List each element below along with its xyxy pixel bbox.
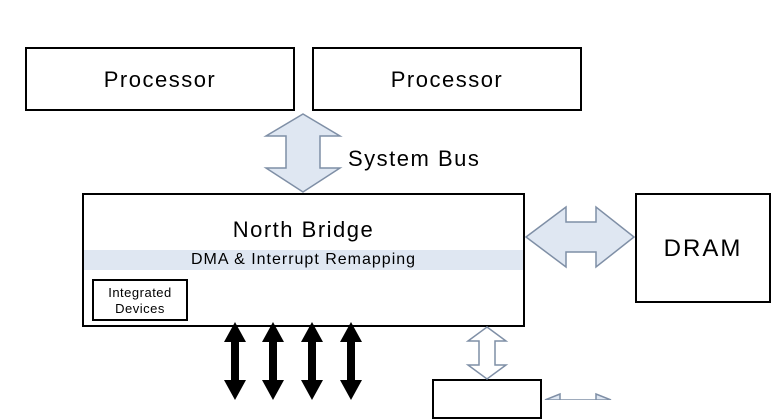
lower-link-arrow [544, 392, 612, 400]
block-diagram: Processor Processor North Bridge DMA & I… [25, 47, 771, 419]
dram-label: DRAM [663, 235, 743, 262]
integrated-devices-label-line2: Devices [115, 301, 165, 316]
processor-box-2: Processor [312, 47, 582, 111]
io-link-arrow-1 [224, 322, 246, 400]
processor-label-1: Processor [103, 67, 217, 92]
connector-arrows [224, 113, 636, 400]
hub-link-arrow [465, 326, 509, 380]
north-bridge-title: North Bridge [232, 217, 375, 242]
memory-bus-arrow [524, 205, 636, 269]
io-link-arrow-2 [262, 322, 284, 400]
system-bus-arrow [263, 113, 343, 193]
dma-remapping-label: DMA & Interrupt Remapping [190, 251, 417, 268]
processor-label-2: Processor [390, 67, 504, 92]
north-bridge-box: North Bridge DMA & Interrupt Remapping I… [82, 193, 525, 327]
io-link-arrow-3 [301, 322, 323, 400]
dma-remapping-band: DMA & Interrupt Remapping [84, 250, 523, 270]
integrated-devices-label-line1: Integrated [108, 285, 172, 300]
system-bus-label: System Bus [348, 146, 481, 171]
io-link-arrows [224, 322, 362, 400]
io-link-arrow-4 [340, 322, 362, 400]
dram-box: DRAM [635, 193, 771, 303]
processor-box-1: Processor [25, 47, 295, 111]
integrated-devices-box: Integrated Devices [92, 279, 188, 321]
